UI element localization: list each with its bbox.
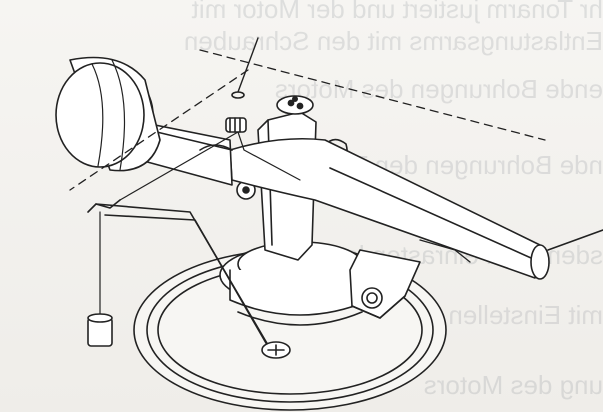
adjustment-collar <box>199 117 247 151</box>
counterweight <box>55 56 233 186</box>
right-wire <box>419 239 471 263</box>
hanging-weight <box>87 313 113 347</box>
tonearm-tube <box>229 137 603 280</box>
screw-head <box>261 341 291 359</box>
weight-thread <box>87 131 301 351</box>
reference-lines <box>69 49 546 191</box>
pointer-line <box>231 37 259 99</box>
